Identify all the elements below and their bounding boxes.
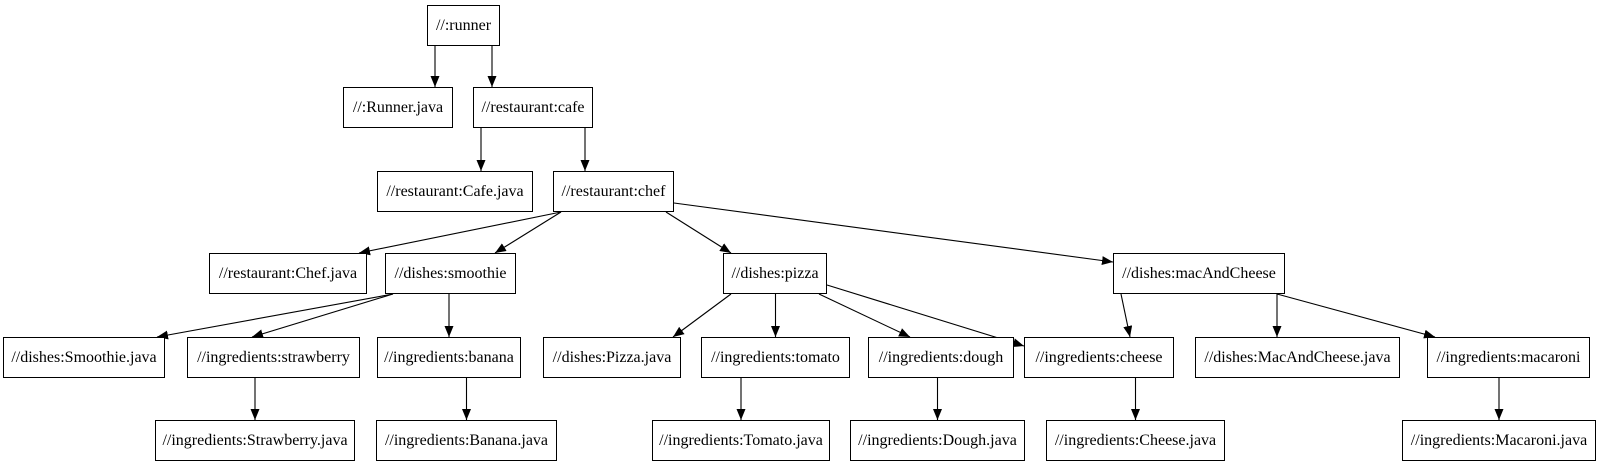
graph-node-pizza: //dishes:pizza: [723, 253, 827, 294]
graph-node-cheese_java: //ingredients:Cheese.java: [1046, 420, 1225, 461]
graph-node-strawberry_java: //ingredients:Strawberry.java: [155, 420, 355, 461]
graph-node-macandcheese: //dishes:macAndCheese: [1113, 253, 1285, 294]
graph-node-strawberry: //ingredients:strawberry: [187, 337, 360, 378]
graph-node-pizza_java: //dishes:Pizza.java: [543, 337, 681, 378]
graph-edge-macandcheese-to-macaroni: [1276, 293, 1436, 339]
graph-node-dough_java: //ingredients:Dough.java: [850, 420, 1025, 461]
graph-node-chef_java: //restaurant:Chef.java: [209, 253, 367, 294]
graph-node-cafe: //restaurant:cafe: [473, 87, 593, 128]
graph-edge-macandcheese-to-cheese: [1120, 293, 1133, 338]
graph-edges: [156, 46, 1504, 420]
graph-edge-smoothie-to-smoothie_java: [156, 293, 394, 340]
graph-node-cheese: //ingredients:cheese: [1024, 337, 1174, 378]
graph-node-cafe_java: //restaurant:Cafe.java: [377, 171, 533, 212]
graph-node-smoothie: //dishes:smoothie: [385, 253, 516, 294]
graph-edge-smoothie-to-strawberry: [251, 293, 394, 339]
graph-node-dough: //ingredients:dough: [868, 337, 1014, 378]
graph-node-runner_java: //:Runner.java: [343, 87, 453, 128]
graph-node-macandcheese_java: //dishes:MacAndCheese.java: [1195, 337, 1400, 378]
graph-edge-chef-to-macandcheese: [673, 202, 1114, 265]
graph-edge-pizza-to-pizza_java: [672, 293, 732, 338]
graph-edge-pizza-to-dough: [818, 293, 911, 338]
graph-node-banana_java: //ingredients:Banana.java: [376, 420, 557, 461]
graph-node-chef: //restaurant:chef: [553, 171, 674, 212]
graph-node-macaroni_java: //ingredients:Macaroni.java: [1402, 420, 1596, 461]
graph-node-runner: //:runner: [427, 5, 500, 46]
graph-edge-chef-to-chef_java: [358, 211, 562, 256]
graph-node-banana: //ingredients:banana: [377, 337, 521, 378]
graph-node-smoothie_java: //dishes:Smoothie.java: [3, 337, 165, 378]
graph-edge-chef-to-pizza: [665, 211, 732, 254]
graph-node-tomato: //ingredients:tomato: [701, 337, 850, 378]
graph-edge-pizza-to-cheese: [826, 284, 1025, 348]
graph-node-macaroni: //ingredients:macaroni: [1427, 337, 1590, 378]
graph-node-tomato_java: //ingredients:Tomato.java: [652, 420, 830, 461]
graph-edge-chef-to-smoothie: [494, 211, 562, 254]
